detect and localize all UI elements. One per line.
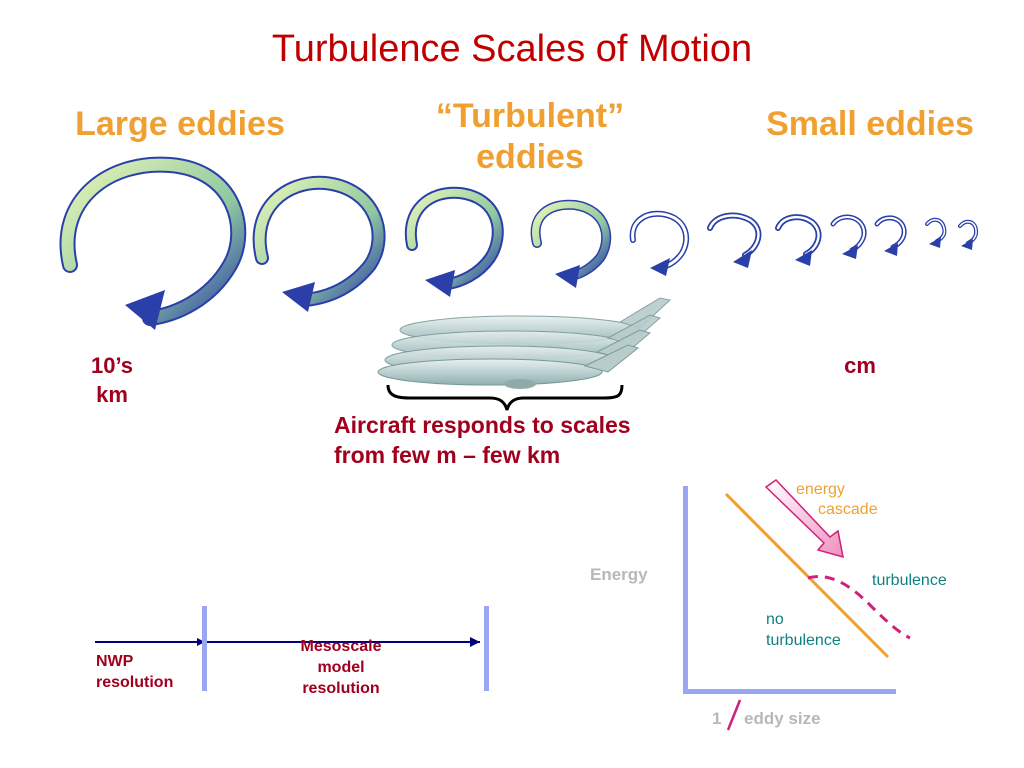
eddy-arrow-2 xyxy=(252,175,386,312)
meso-resolution-label: Mesoscale model resolution xyxy=(282,637,400,699)
spectrum-x-prefix: 1 xyxy=(712,709,722,728)
eddy-arrow-8 xyxy=(830,214,867,259)
eddy-arrow-10 xyxy=(925,217,947,248)
aircraft-illustration xyxy=(377,297,672,389)
cascade-arrow xyxy=(764,479,844,559)
eddy-arrow-4 xyxy=(530,199,612,288)
aircraft-note: Aircraft responds to scales from few m –… xyxy=(334,410,631,471)
aircraft-note-line2: from few m – few km xyxy=(334,442,561,469)
cascade-line1: energy xyxy=(796,481,845,498)
eddy-arrow-9 xyxy=(874,215,907,256)
scale-brace xyxy=(386,384,624,411)
nwp-label-line2: resolution xyxy=(96,673,174,691)
small-eddies-header: Small eddies xyxy=(766,105,974,143)
nwp-resolution-bar xyxy=(202,606,207,691)
turbulence-label: turbulence xyxy=(872,572,947,589)
eddy-arrow-6 xyxy=(707,212,762,268)
page-title: Turbulence Scales of Motion xyxy=(271,28,753,70)
energy-cascade-label: energy cascade xyxy=(796,480,878,520)
spectrum-x-axis xyxy=(683,689,896,694)
no-turbulence-line2: turbulence xyxy=(766,631,841,649)
nwp-resolution-label: NWP resolution xyxy=(96,652,173,694)
turbulent-eddies-header: “Turbulent” eddies xyxy=(380,96,680,178)
no-turbulence-line1: no xyxy=(766,611,784,628)
eddy-arrow-7 xyxy=(775,214,822,266)
spectrum-y-axis xyxy=(683,486,688,694)
inverse-slash xyxy=(726,699,742,731)
eddy-arrow-3 xyxy=(404,186,504,297)
eddy-arrow-1 xyxy=(59,156,247,330)
cascade-line2: cascade xyxy=(818,501,878,518)
spectrum-x-label: eddy size xyxy=(744,709,821,728)
no-turbulence-label: no turbulence xyxy=(766,610,841,652)
large-scale-label: 10’s km xyxy=(80,352,144,409)
meso-label-line2: model xyxy=(317,658,365,676)
turbulence-dashed-curve xyxy=(807,575,911,640)
small-scale-label: cm xyxy=(844,353,876,378)
meso-resolution-bar xyxy=(484,606,489,691)
nwp-arrow-head xyxy=(197,638,205,646)
large-scale-line1: 10’s xyxy=(90,353,133,378)
meso-label-line3: resolution xyxy=(302,679,380,697)
turbulent-header-line1: “Turbulent” xyxy=(435,97,625,135)
large-eddies-header: Large eddies xyxy=(75,105,285,143)
spectrum-y-label: Energy xyxy=(590,565,648,584)
large-scale-line2: km xyxy=(96,381,128,407)
meso-label-line1: Mesoscale xyxy=(300,638,382,655)
turbulent-header-line2: eddies xyxy=(476,137,584,176)
eddy-arrow-11 xyxy=(958,219,979,250)
aircraft-note-line1: Aircraft responds to scales xyxy=(334,412,631,438)
eddy-arrow-5 xyxy=(629,210,690,276)
meso-arrow-head xyxy=(470,637,480,647)
nwp-label-line1: NWP xyxy=(96,653,134,670)
spectrum-line xyxy=(724,492,890,659)
